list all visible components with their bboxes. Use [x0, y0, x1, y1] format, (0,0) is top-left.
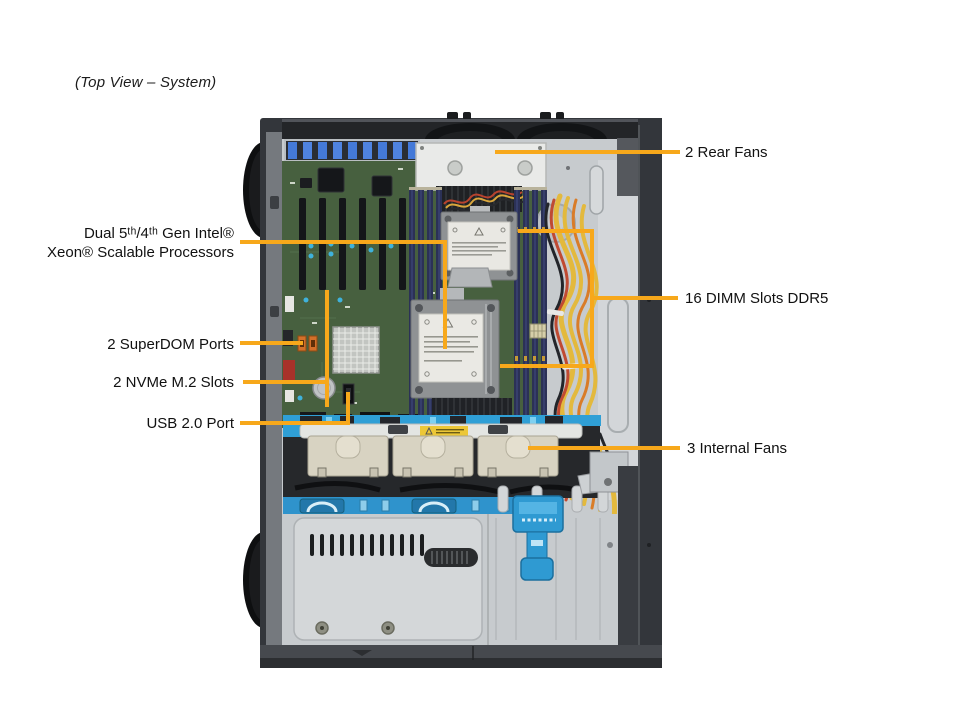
callout-label-processors-line2: Xeon® Scalable Processors — [47, 244, 234, 261]
callout-label-rear-fans: 2 Rear Fans — [685, 144, 768, 161]
callout-label-usb: USB 2.0 Port — [146, 415, 234, 432]
rear-io-connector-row — [284, 139, 420, 163]
figure-title: (Top View – System) — [75, 74, 217, 91]
fan-header — [285, 296, 294, 312]
chipset-heatsink — [332, 326, 380, 374]
callout-label-nvme: 2 NVMe M.2 Slots — [113, 374, 234, 391]
rail-clip — [411, 498, 457, 514]
oval-vent — [424, 548, 478, 567]
warning-sticker — [420, 426, 468, 436]
callout-label-dimm: 16 DIMM Slots DDR5 — [685, 290, 829, 307]
internal-fans — [307, 435, 559, 478]
rear-fans-top-arcs — [425, 123, 607, 139]
callout-line-processors — [240, 240, 447, 349]
callout-label-processors: Dual 5ᵗʰ/4ᵗʰ Gen Intel® Xeon® Scalable P… — [47, 224, 234, 262]
front-floor — [282, 451, 640, 645]
chassis-right-and-front — [260, 118, 662, 668]
callout-line-usb — [240, 392, 350, 425]
red-connector — [283, 360, 295, 380]
vent-slots — [310, 534, 424, 556]
internal-fan-wall — [283, 415, 601, 498]
air-shroud-blue — [283, 415, 601, 426]
callout-label-internal-fans: 3 Internal Fans — [687, 440, 788, 457]
blue-latch-assembly — [512, 495, 564, 581]
fan-header — [285, 390, 294, 402]
header-block — [283, 330, 293, 346]
cpu1-assembly — [440, 206, 518, 288]
cpu1-heatsink-fins — [436, 186, 527, 213]
callout-label-superdom: 2 SuperDOM Ports — [107, 336, 234, 353]
rail-clip — [299, 498, 345, 514]
callout-label-processors-line1: Dual 5ᵗʰ/4ᵗʰ Gen Intel® — [83, 225, 234, 242]
callout-line-dimm — [500, 229, 594, 368]
